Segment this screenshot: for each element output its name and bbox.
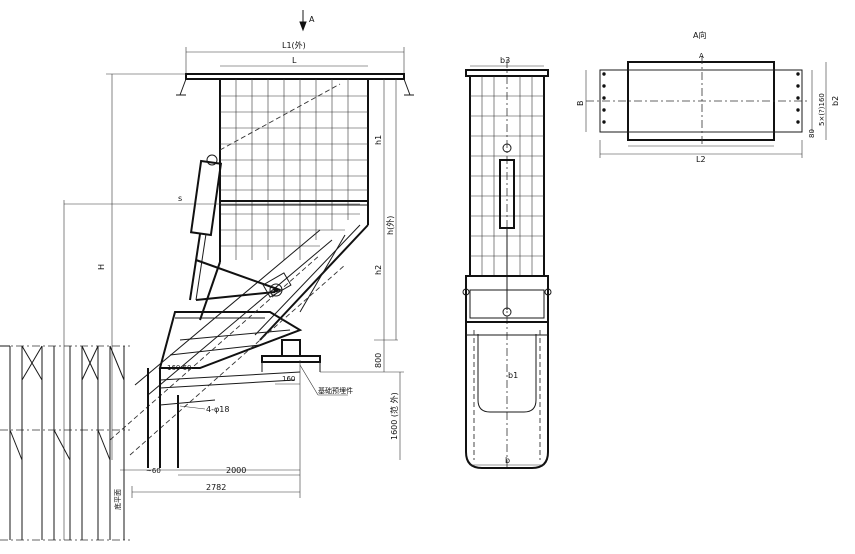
- dim-2000: 2000: [226, 466, 246, 475]
- dim-l1: L1(外): [282, 40, 306, 50]
- dim-l: L: [292, 56, 297, 65]
- dim-160-60: 160 60: [167, 364, 192, 372]
- dim-s: s: [178, 194, 182, 203]
- dim-b: b: [505, 456, 510, 465]
- front-view: L1(外) L: [63, 40, 414, 540]
- dim-160: 160: [282, 375, 295, 383]
- building-structure: [0, 345, 130, 541]
- dim-800: 800: [374, 353, 383, 368]
- side-marks: 底平面: [113, 489, 122, 510]
- view-arrow-label: A: [309, 15, 315, 24]
- dim-b2: b2: [831, 96, 840, 106]
- dim-b1: b1: [508, 371, 518, 380]
- dim-pitch: 5×(?)160: [818, 93, 826, 126]
- dim-b-width: B: [576, 101, 585, 107]
- dim-h2: h2: [374, 265, 383, 275]
- base-callout: 基础预埋件: [318, 386, 353, 395]
- side-view: b3: [462, 56, 552, 470]
- dim-b3: b3: [500, 56, 510, 65]
- a-view: A向 A B 5×(?)160 b2 80: [576, 30, 840, 164]
- dim-h1: h1: [374, 135, 383, 145]
- hole-note: 4-φ18: [206, 405, 229, 414]
- dim-2782: 2782: [206, 483, 226, 492]
- dim-80: 80: [808, 129, 816, 138]
- a-view-center-mark: A: [699, 52, 704, 60]
- dim-l2: L2: [696, 155, 706, 164]
- a-view-title: A向: [693, 30, 706, 40]
- dim-1600: 1600 (范 外): [389, 392, 399, 440]
- dim-h-outer: h(外): [385, 216, 395, 235]
- dim-h-total: H: [97, 264, 106, 270]
- view-arrow-a: A: [299, 10, 315, 32]
- dim-60: ~60: [146, 467, 161, 475]
